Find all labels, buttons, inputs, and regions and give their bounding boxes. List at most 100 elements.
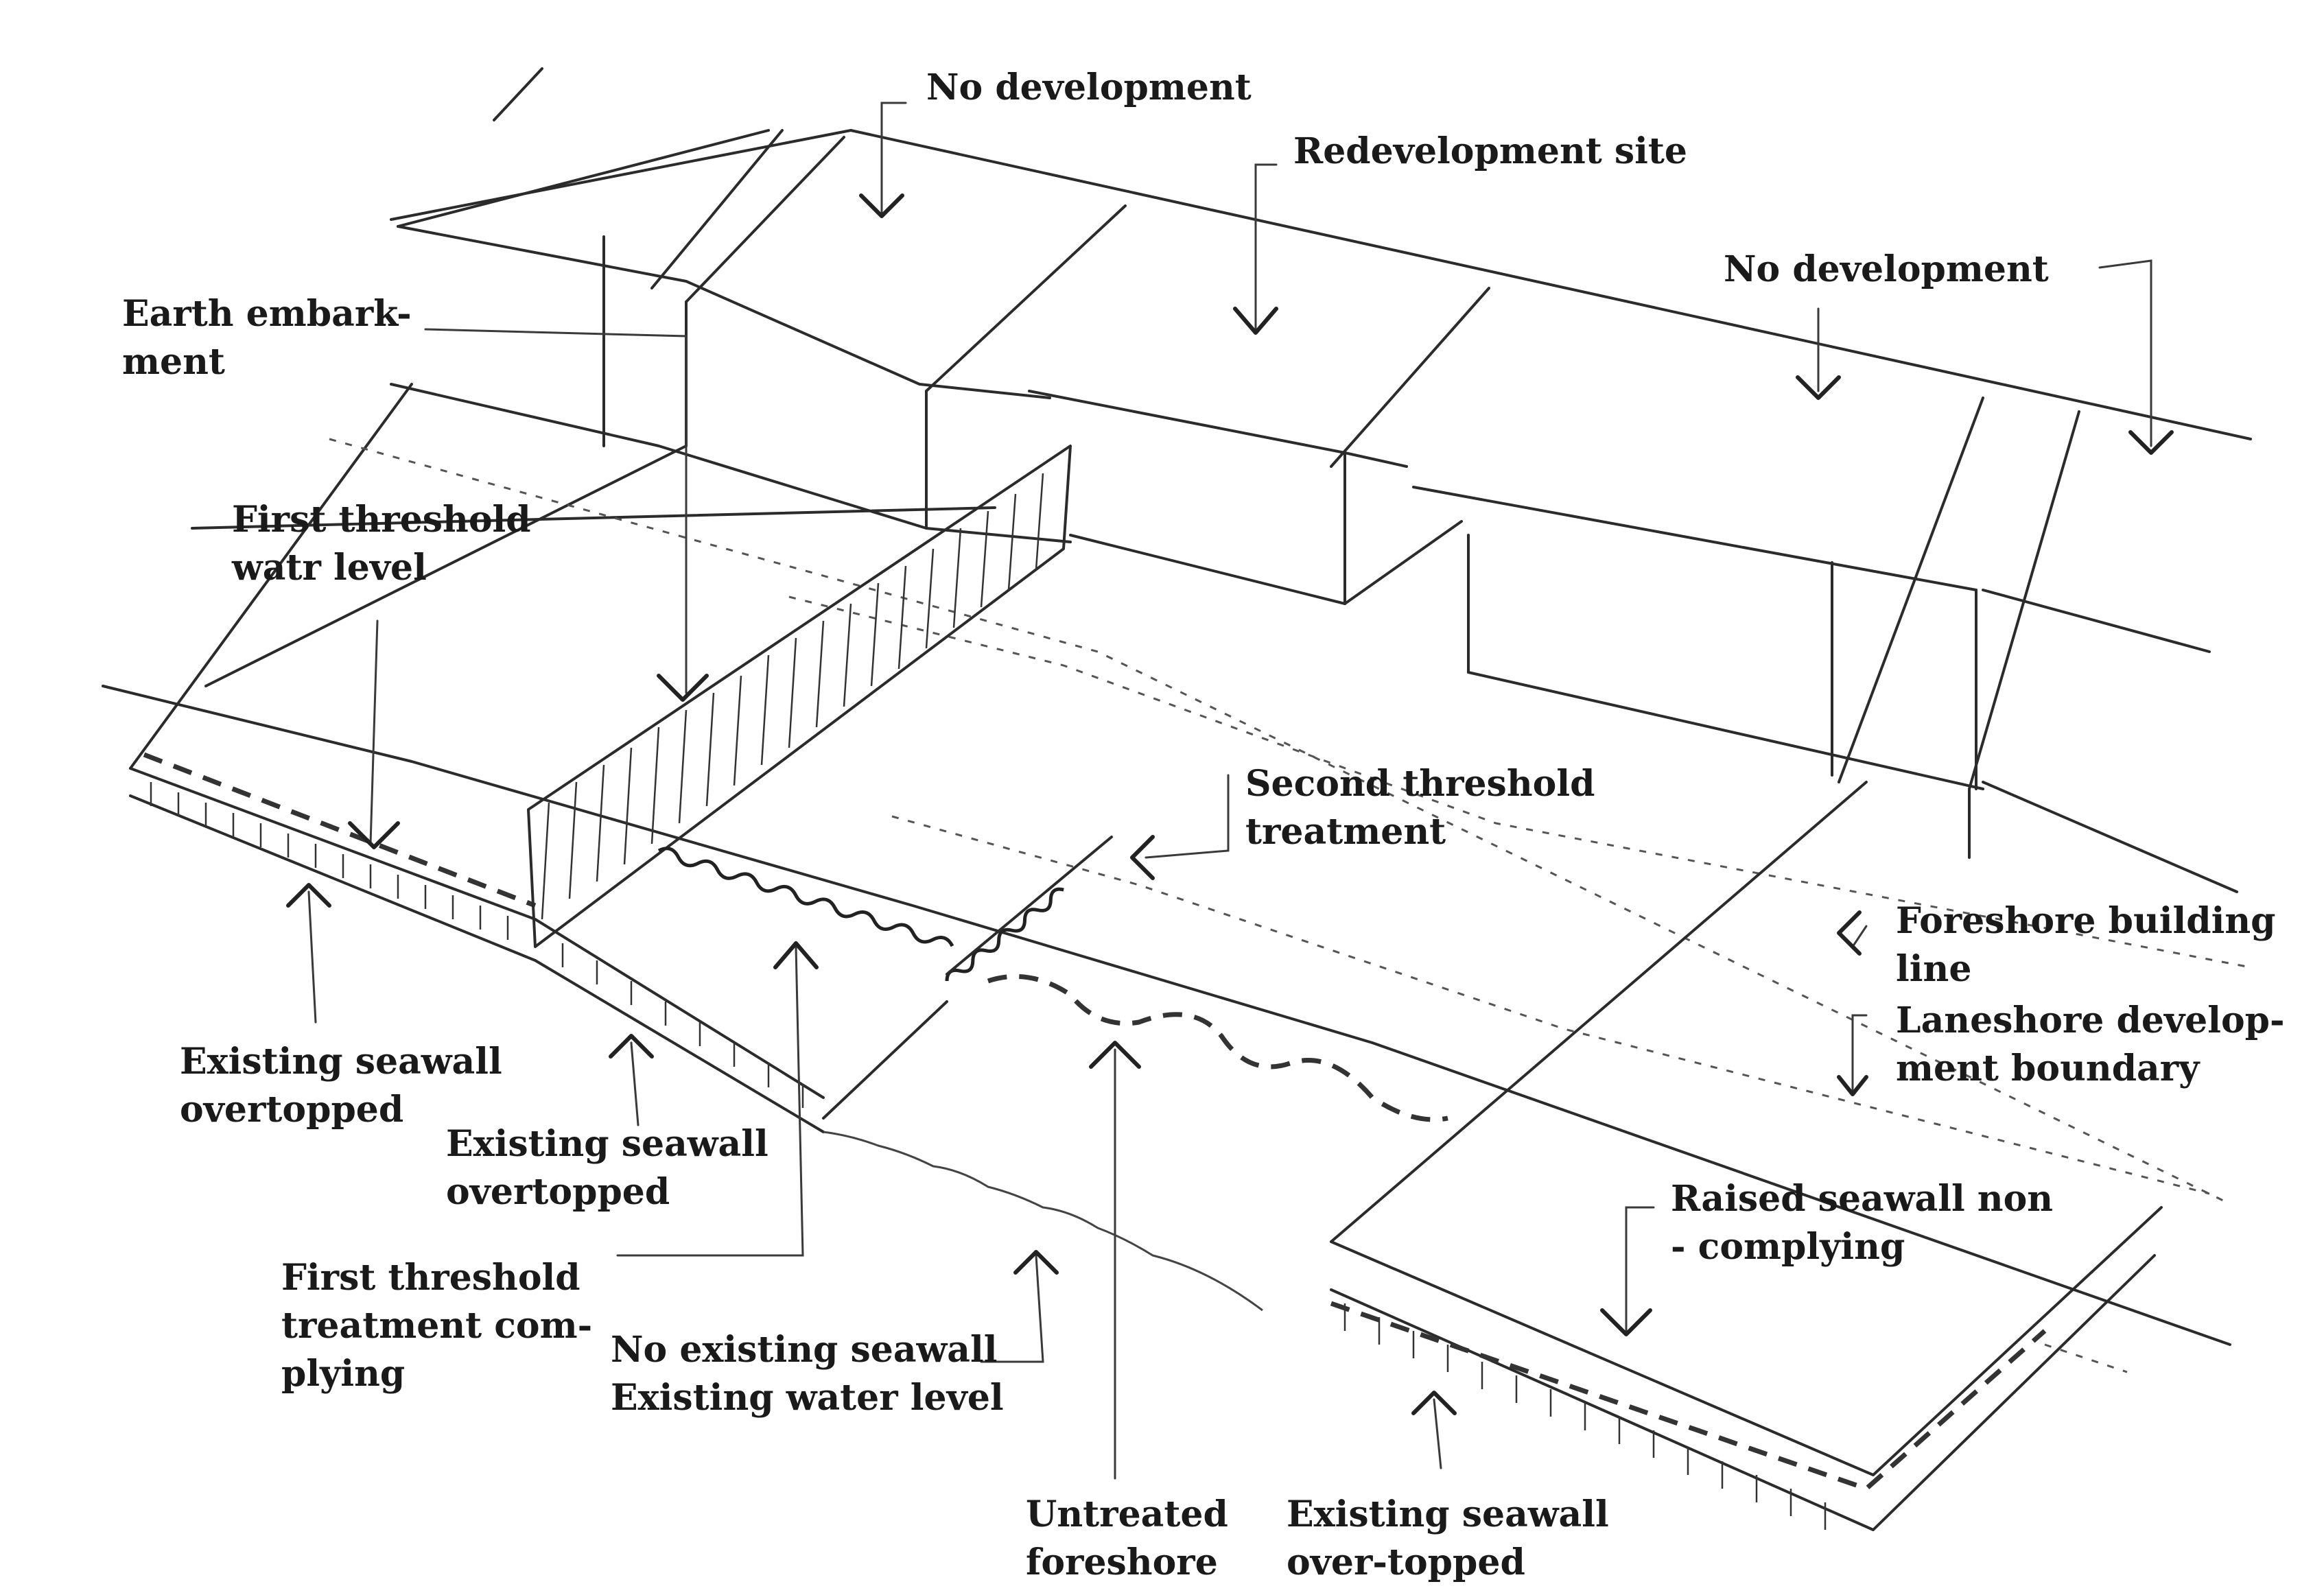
label-existing-seawall-b-2: overtopped	[446, 1171, 670, 1213]
label-first-threshold-treatment-2: treatment com-	[281, 1305, 592, 1347]
right-block-diag-a	[1838, 397, 1984, 783]
left-seawall-bottom	[129, 794, 825, 1133]
label-first-threshold-treatment-1: First threshold	[281, 1257, 580, 1299]
label-foreshore-building-2: line	[1896, 948, 1971, 990]
arrow-first-water	[348, 821, 400, 849]
leader-redev	[1254, 163, 1278, 331]
arrow-embankment	[657, 674, 709, 702]
threshold-squiggle-b	[945, 887, 1064, 982]
arrow-seawall-b	[609, 1034, 654, 1059]
left-slope-line	[204, 445, 688, 687]
left-block-divider-b	[685, 136, 845, 303]
label-untreated-foreshore-2: foreshore	[1026, 1541, 1218, 1583]
redev-block-diag-a	[1330, 287, 1490, 468]
ground-rear-line	[102, 685, 2231, 1346]
arrow-no-dev-top	[859, 193, 904, 218]
arrow-no-seawall	[1013, 1250, 1059, 1275]
label-laneshore-1: Laneshore develop-	[1896, 1000, 2285, 1041]
label-no-existing-seawall-1: No existing seawall	[611, 1329, 998, 1371]
foreshore-wave-line	[823, 1131, 1263, 1312]
right-slab-left-edge	[1330, 781, 1868, 1243]
leader-seawall-a	[307, 890, 317, 1024]
ground-plane	[102, 383, 2251, 1346]
leader-raised-seawall	[1625, 1206, 1655, 1332]
label-untreated-foreshore-1: Untreated	[1026, 1493, 1228, 1535]
right-block-top	[1412, 486, 1977, 591]
label-first-threshold-water-1: First threshold	[232, 499, 531, 541]
threshold-squiggle-a	[657, 847, 954, 947]
label-no-development-right: No development	[1724, 248, 2049, 290]
left-block-top-edge	[397, 129, 770, 228]
embankment-guide	[191, 506, 996, 530]
leader-no-dev-far	[2098, 259, 2152, 447]
left-block-base	[397, 225, 1051, 399]
label-second-threshold-1: Second threshold	[1245, 763, 1595, 805]
arrow-laneshore	[1837, 1075, 1868, 1096]
label-second-threshold-2: treatment	[1245, 811, 1446, 853]
right-slab-dotted	[2044, 1343, 2128, 1373]
second-threshold-dotted	[891, 815, 2210, 1195]
redev-block-lower	[1069, 534, 1346, 605]
threshold-front-edge	[822, 1000, 948, 1120]
leader-foreshore	[1851, 925, 1868, 948]
right-slab-bottom	[1330, 1254, 2156, 1531]
label-raised-seawall-1: Raised seawall non	[1671, 1178, 2053, 1220]
arrow-foreshore	[1837, 910, 1862, 956]
label-first-threshold-treatment-3: plying	[281, 1353, 405, 1395]
right-slab-front	[1330, 1206, 2163, 1476]
label-existing-seawall-a-1: Existing seawall	[180, 1041, 502, 1083]
left-seawall-waterline	[143, 752, 537, 908]
left-block-front-edge	[925, 204, 1127, 392]
arrow-second-threshold	[1130, 835, 1155, 880]
arrow-no-dev-far	[2128, 430, 2174, 455]
second-threshold-edge	[946, 836, 1113, 976]
laneshore-dotted	[788, 595, 2251, 969]
label-no-development-top: No development	[926, 67, 1252, 108]
leader-laneshore	[1851, 1014, 1868, 1092]
label-existing-seawall-c-1: Existing seawall	[1287, 1493, 1609, 1535]
upper-blocks	[390, 67, 2252, 893]
right-block-lower-ext	[1982, 781, 2238, 893]
embankment-hatch	[541, 473, 1044, 920]
leader-second-threshold	[1145, 774, 1230, 859]
untreated-waterline	[987, 973, 1448, 1122]
arrow-raised-seawall	[1600, 1308, 1652, 1336]
leader-seawall-b	[630, 1041, 639, 1126]
arrow-untreated	[1089, 1041, 1141, 1069]
label-no-existing-seawall-2: Existing water level	[611, 1377, 1004, 1419]
right-seawall-hatch	[1343, 1303, 1827, 1530]
right-seawall	[1330, 781, 2163, 1531]
label-laneshore-2: ment boundary	[1896, 1048, 2200, 1089]
right-block-top-ext	[1982, 589, 2211, 653]
left-seawall-hatch	[150, 782, 804, 1108]
arrow-first-treatment	[773, 941, 819, 969]
label-raised-seawall-2: - complying	[1671, 1226, 1905, 1268]
embankment-wedge	[527, 445, 1072, 948]
leader-first-treatment	[616, 945, 804, 1257]
label-existing-seawall-c-2: over-topped	[1287, 1541, 1525, 1583]
leaders	[286, 102, 2174, 1480]
left-block-divider-a	[650, 129, 784, 290]
redev-block-front	[1343, 520, 1463, 605]
label-earth-embankment-1: Earth embark-	[122, 293, 412, 335]
leader-seawall-c	[1433, 1398, 1442, 1469]
label-foreshore-building-1: Foreshore building	[1896, 900, 2276, 942]
leader-first-water	[369, 619, 379, 845]
foreshore-building-dotted	[329, 438, 2224, 1202]
arrow-seawall-c	[1411, 1391, 1457, 1415]
first-threshold-treatment	[657, 836, 1113, 1120]
label-existing-seawall-b-1: Existing seawall	[446, 1123, 768, 1165]
top-ridge-tick	[493, 67, 543, 121]
label-earth-embankment-2: ment	[122, 341, 225, 383]
label-existing-seawall-a-2: overtopped	[180, 1089, 403, 1131]
leader-no-seawall	[980, 1254, 1044, 1363]
leader-no-dev-top	[880, 102, 907, 214]
right-block-lower	[1467, 671, 1984, 790]
labels: No development Redevelopment site No dev…	[122, 67, 2285, 1583]
arrow-redev	[1233, 307, 1278, 335]
redev-block-base	[1028, 390, 1408, 468]
label-redevelopment-site: Redevelopment site	[1293, 130, 1687, 172]
arrow-seawall-a	[286, 883, 331, 908]
left-block-lower-line	[390, 383, 1072, 543]
